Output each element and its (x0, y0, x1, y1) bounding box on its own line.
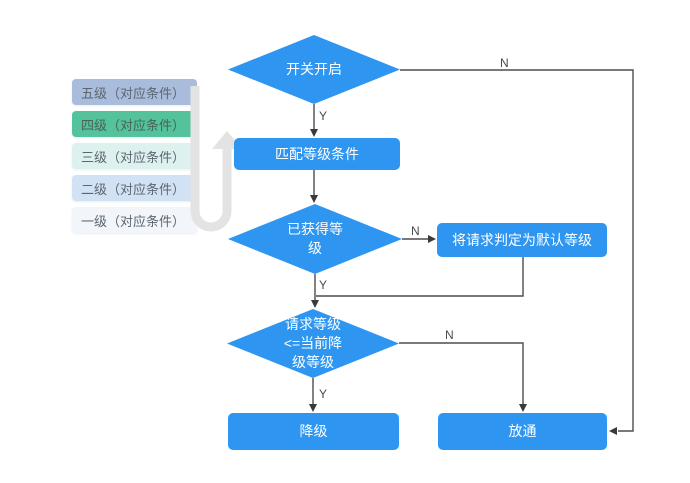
decision-level-obtained: 已获得等 级 (228, 204, 402, 274)
edge-arrowheads (309, 129, 617, 435)
process-judge-default-level-label: 将请求判定为默认等级 (452, 231, 592, 248)
edge-label-obtained-yes: Y (319, 278, 328, 292)
process-judge-default-level: 将请求判定为默认等级 (437, 223, 607, 257)
edge-label-obtained-no: N (411, 224, 420, 238)
legend-item-level-4: 四级（对应条件） (72, 111, 197, 137)
process-pass-through: 放通 (438, 413, 607, 450)
edge-label-compare-yes: Y (319, 387, 328, 401)
process-downgrade: 降级 (228, 413, 399, 450)
edge-label-switch-yes: Y (319, 109, 328, 123)
process-pass-through-label: 放通 (508, 423, 537, 439)
legend-item-level-3: 三级（对应条件） (72, 143, 197, 169)
decision-switch-on-label: 开关开启 (286, 61, 342, 77)
edge-label-compare-no: N (445, 328, 454, 342)
legend-item-level-2: 二级（对应条件） (72, 175, 197, 201)
decision-level-compare: 请求等级 <=当前降 级等级 (227, 309, 399, 378)
decision-level-obtained-label: 已获得等 级 (287, 221, 343, 256)
decision-switch-on: 开关开启 (228, 35, 400, 104)
process-match-level-conditions-label: 匹配等级条件 (275, 145, 359, 162)
process-downgrade-label: 降级 (299, 423, 328, 439)
process-match-level-conditions: 匹配等级条件 (234, 138, 400, 170)
legend-item-level-5: 五级（对应条件） (72, 79, 197, 105)
decision-level-compare-label: 请求等级 <=当前降 级等级 (283, 316, 343, 370)
legend-item-level-1: 一级（对应条件） (72, 207, 197, 233)
edge-label-switch-no: N (500, 56, 509, 70)
